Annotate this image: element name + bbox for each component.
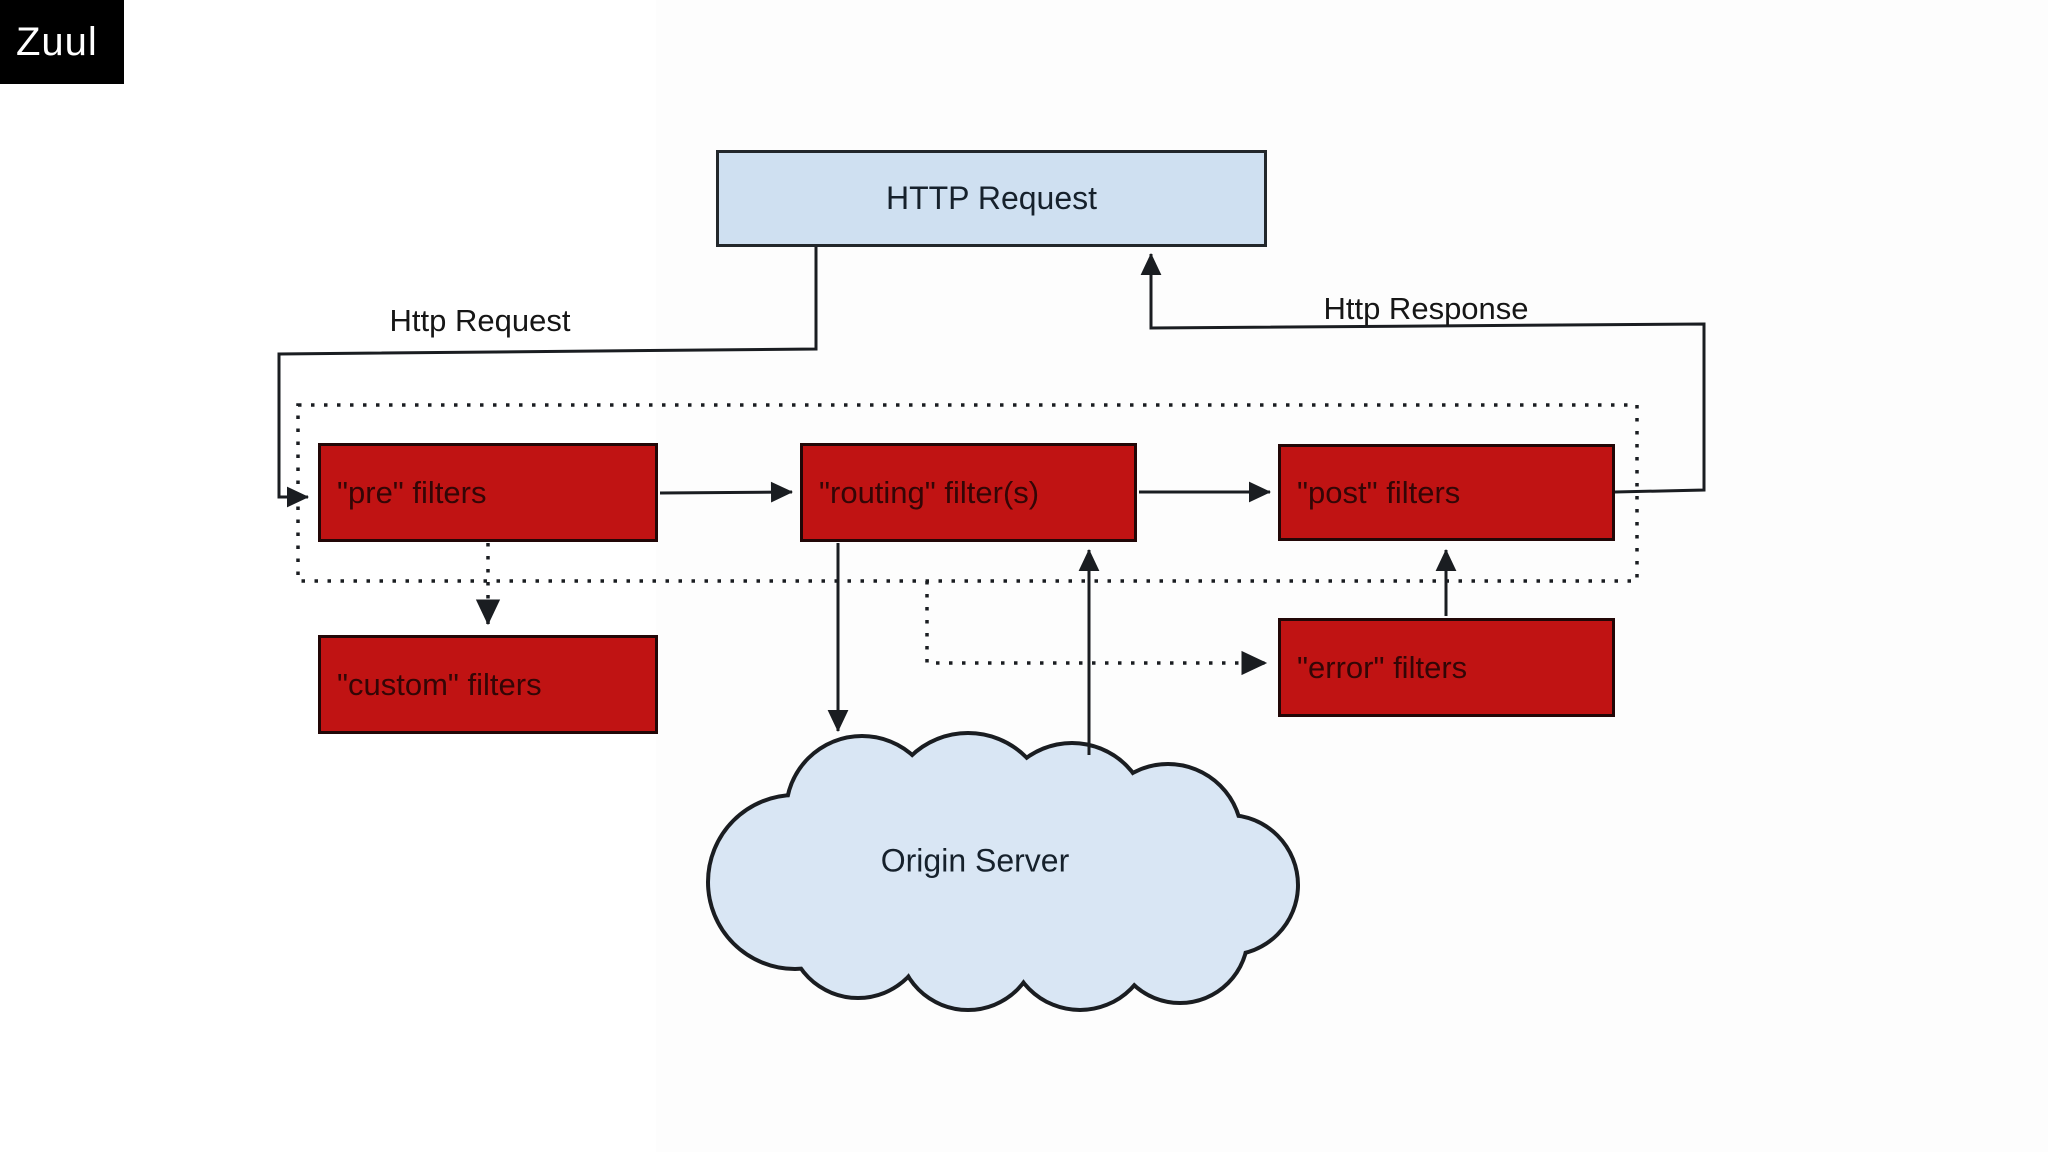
routing-filters-label: "routing" filter(s) — [819, 474, 1040, 510]
edge-request-in — [277, 247, 818, 508]
origin-server-cloud — [706, 731, 1300, 1012]
filters-dotted-boundary — [296, 403, 1639, 583]
zuul-logo-badge: Zuul — [0, 0, 124, 84]
pre-filters-label: "pre" filters — [337, 474, 487, 510]
http-request-edge-label: Http Request — [389, 303, 571, 338]
edge-pre-to-routing — [659, 481, 793, 503]
edge-chain-to-error-dotted — [925, 581, 1268, 676]
custom-filters-label: "custom" filters — [337, 666, 542, 702]
http-request-box-label: HTTP Request — [885, 180, 1098, 216]
origin-server-label: Origin Server — [880, 842, 1070, 879]
zuul-logo-text: Zuul — [16, 19, 98, 64]
pre-filters-box: "pre" filters — [318, 443, 658, 542]
edge-response-out — [1140, 253, 1706, 494]
http-response-edge-label: Http Response — [1323, 291, 1529, 326]
routing-filters-box: "routing" filter(s) — [800, 443, 1137, 542]
post-filters-label: "post" filters — [1297, 474, 1461, 510]
error-filters-box: "error" filters — [1278, 618, 1615, 717]
http-request-box: HTTP Request — [716, 150, 1267, 247]
error-filters-label: "error" filters — [1297, 649, 1468, 685]
custom-filters-box: "custom" filters — [318, 635, 658, 734]
post-filters-box: "post" filters — [1278, 444, 1615, 541]
